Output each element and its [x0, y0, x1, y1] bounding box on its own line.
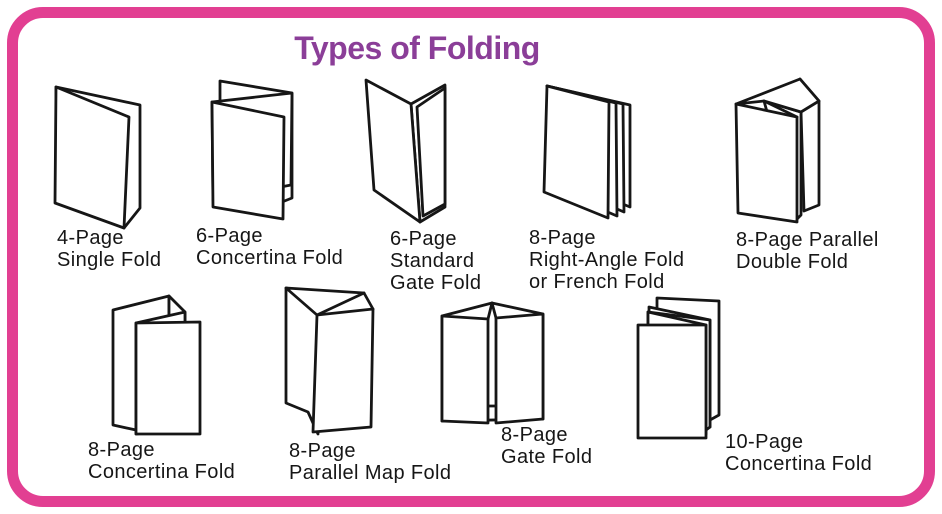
label-6-page-standard-gate-fold: 6-Page Standard Gate Fold [390, 228, 481, 294]
fold-label-line: Concertina Fold [196, 247, 344, 269]
figure-6-page-standard-gate-fold [364, 78, 447, 224]
figure-4-page-single-fold [53, 85, 142, 230]
fold-label-line: Single Fold [57, 249, 162, 271]
figure-10-page-concertina-fold [636, 296, 721, 440]
fold-label-line: Concertina Fold [88, 461, 236, 483]
fold-label-line: Parallel Map Fold [289, 462, 452, 484]
fold-label-line: 8-Page [529, 227, 596, 249]
fold-label-line: 6-Page [196, 225, 263, 247]
label-10-page-concertina-fold: 10-Page Concertina Fold [725, 431, 872, 475]
label-8-page-concertina-fold: 8-Page Concertina Fold [88, 439, 235, 483]
fold-label-line: Right-Angle Fold [529, 249, 685, 271]
page-title: Types of Folding [294, 30, 540, 66]
label-8-page-parallel-double-fold: 8-Page Parallel Double Fold [736, 229, 879, 273]
figure-8-page-concertina-fold [111, 294, 202, 436]
label-8-page-parallel-map-fold: 8-Page Parallel Map Fold [289, 440, 451, 484]
fold-label-line: 8-Page [289, 440, 356, 462]
fold-label-line: 8-Page [88, 439, 155, 461]
label-8-page-gate-fold: 8-Page Gate Fold [501, 424, 592, 468]
figure-6-page-concertina-fold [210, 79, 294, 221]
fold-label-line: 6-Page [390, 228, 457, 250]
figure-8-page-parallel-double-fold [734, 77, 821, 224]
label-6-page-concertina-fold: 6-Page Concertina Fold [196, 225, 343, 269]
figure-8-page-parallel-map-fold [284, 286, 375, 436]
figure-8-page-gate-fold [440, 301, 545, 425]
fold-label-line: Gate Fold [390, 272, 482, 294]
fold-label-line: 8-Page Parallel [736, 229, 879, 251]
label-8-page-right-angle-fold: 8-Page Right-Angle Fold or French Fold [529, 227, 684, 293]
fold-label-line: Concertina Fold [725, 453, 873, 475]
fold-label-line: Gate Fold [501, 446, 593, 468]
fold-label-line: 10-Page [725, 431, 804, 453]
fold-label-line: Double Fold [736, 251, 849, 273]
figure-8-page-right-angle-fold [542, 84, 632, 220]
label-4-page-single-fold: 4-Page Single Fold [57, 227, 161, 271]
fold-label-line: or French Fold [529, 271, 665, 293]
fold-label-line: 8-Page [501, 424, 568, 446]
fold-label-line: Standard [390, 250, 475, 272]
fold-label-line: 4-Page [57, 227, 124, 249]
